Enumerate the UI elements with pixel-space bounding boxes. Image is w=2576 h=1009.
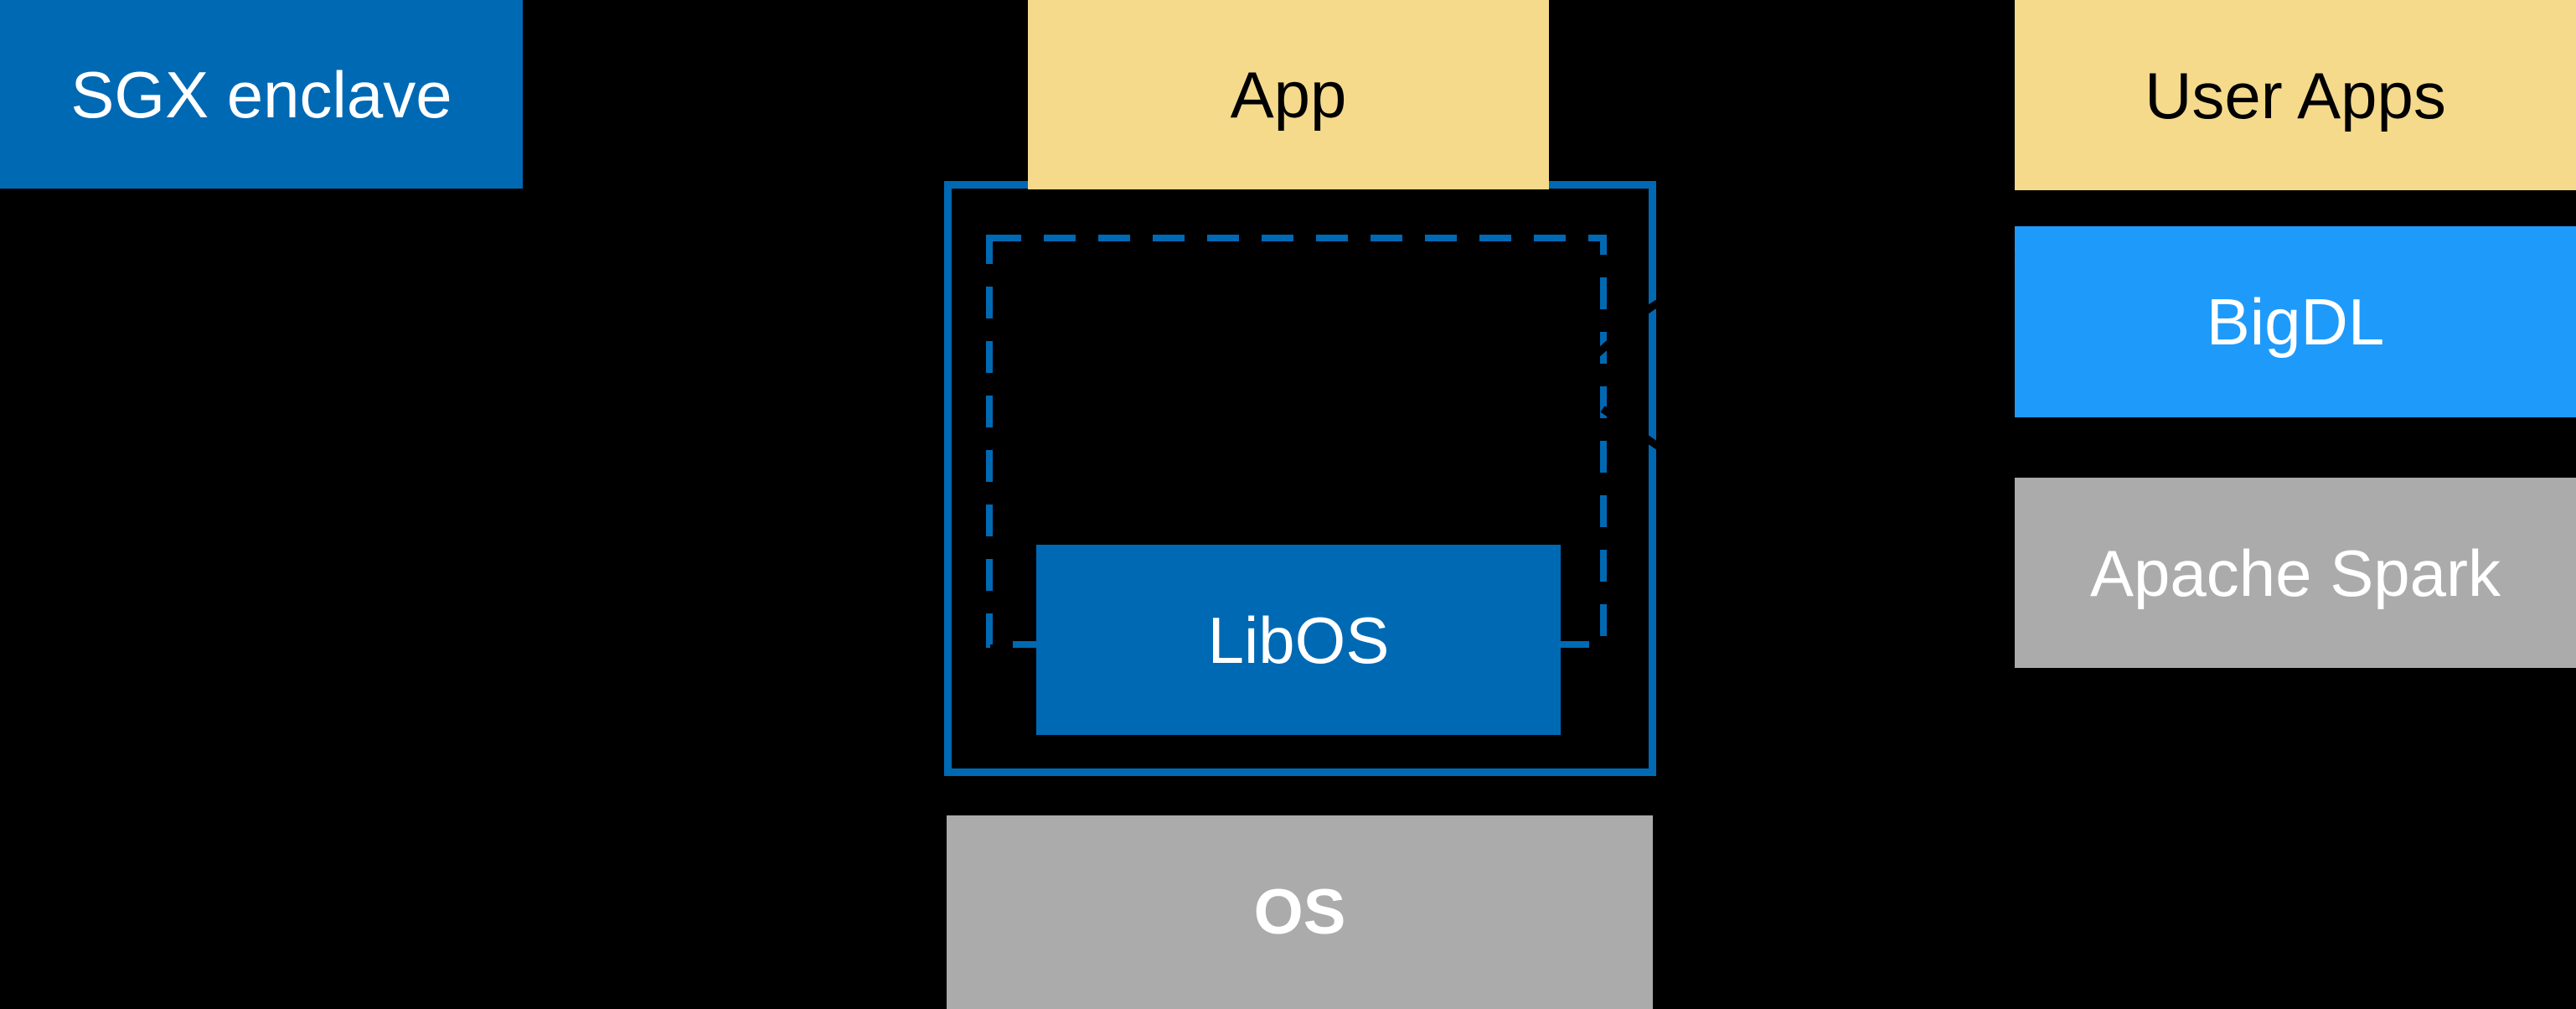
bigdl-label: BigDL <box>2206 285 2385 359</box>
apache-spark-label: Apache Spark <box>2090 536 2501 610</box>
user-apps-box: User Apps <box>2015 0 2576 190</box>
os-box: OS <box>947 815 1653 1009</box>
bigdl-box: BigDL <box>2015 226 2576 417</box>
user-apps-label: User Apps <box>2145 58 2446 132</box>
apache-spark-box: Apache Spark <box>2015 478 2576 668</box>
os-label: OS <box>1253 876 1346 948</box>
app-label: App <box>1230 58 1347 132</box>
libos-box: LibOS <box>1036 545 1561 735</box>
sgx-enclave-box: SGX enclave <box>0 0 523 189</box>
libos-label: LibOS <box>1207 603 1390 677</box>
sgx-enclave-label: SGX enclave <box>70 57 452 132</box>
app-box: App <box>1028 0 1549 189</box>
